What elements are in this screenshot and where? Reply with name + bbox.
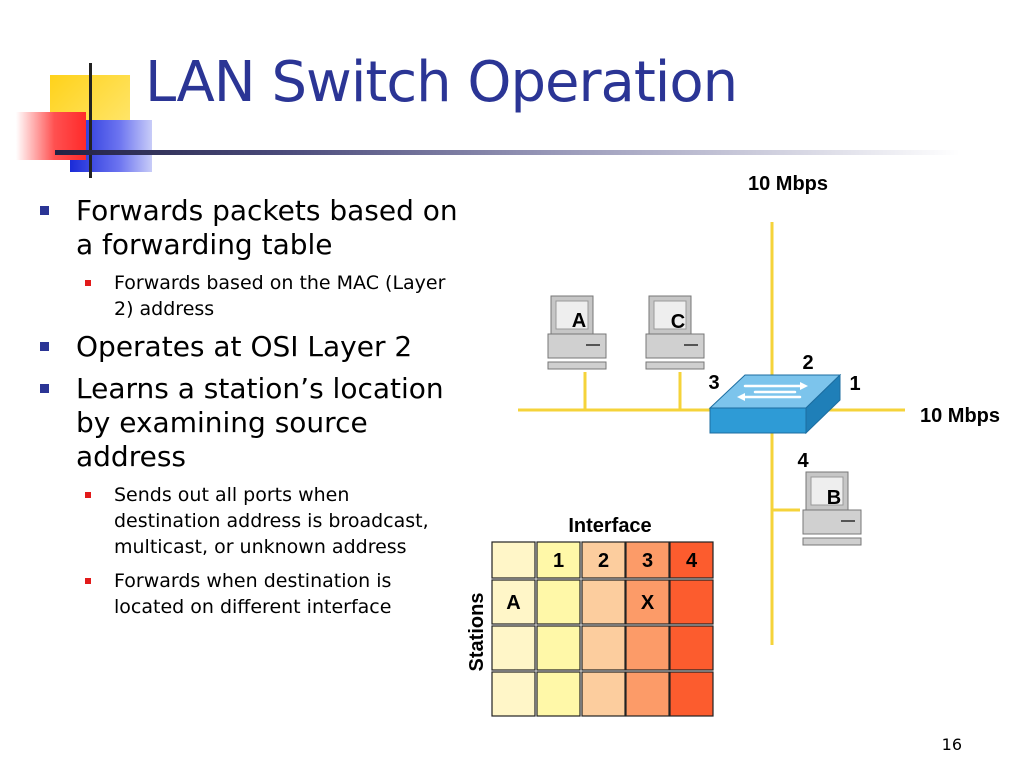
subbullet-text: Forwards when destination is located on … <box>114 570 392 618</box>
subbullet-text: Sends out all ports when destination add… <box>114 484 429 558</box>
table-header-interface-text: 4 <box>686 550 698 572</box>
table-cell <box>581 579 626 625</box>
bullet-text: Learns a station’s location by examining… <box>76 372 444 473</box>
subbullet-sends-all-ports: Sends out all ports when destination add… <box>40 482 460 560</box>
table-cell <box>669 579 714 625</box>
port-label-4: 4 <box>797 450 809 472</box>
table-cell <box>669 625 714 671</box>
table-header-interface-text: 1 <box>553 550 564 572</box>
bullet-text: Forwards packets based on a forwarding t… <box>76 194 458 261</box>
table-cell <box>625 625 670 671</box>
table-cell <box>625 579 670 625</box>
table-header-interface <box>669 541 714 579</box>
table-cell <box>536 671 581 717</box>
bullet-osi-layer: Operates at OSI Layer 2 <box>40 330 460 364</box>
subbullet-marker <box>85 578 91 584</box>
subbullet-text: Forwards based on the MAC (Layer 2) addr… <box>114 272 446 320</box>
table-cell <box>581 671 626 717</box>
table-cell <box>491 671 536 717</box>
table-cell <box>491 625 536 671</box>
port-label-3: 3 <box>708 372 719 394</box>
table-header-interface-text: 3 <box>642 550 653 572</box>
bullet-forwarding-table: Forwards packets based on a forwarding t… <box>40 194 460 262</box>
slide-title: LAN Switch Operation <box>145 50 738 115</box>
bullet-list: Forwards packets based on a forwarding t… <box>40 194 460 628</box>
table-cell <box>581 625 626 671</box>
table-header-interface-text: 2 <box>598 550 609 572</box>
subbullet-mac-address: Forwards based on the MAC (Layer 2) addr… <box>40 270 460 322</box>
table-header-interface <box>625 541 670 579</box>
table-cell-text: A <box>506 592 520 614</box>
table-cell <box>625 671 670 717</box>
bullet-learns-location: Learns a station’s location by examining… <box>40 372 460 474</box>
switch-icon <box>708 373 842 435</box>
station-a-computer <box>547 295 607 370</box>
subbullet-forwards-different-interface: Forwards when destination is located on … <box>40 568 460 620</box>
table-header-corner <box>491 541 536 579</box>
station-label-c: C <box>671 311 685 333</box>
station-label-a: A <box>572 310 586 332</box>
deco-vertical-line <box>89 63 92 178</box>
table-header-interface <box>581 541 626 579</box>
title-underline <box>55 150 960 155</box>
forwarding-table: 1 2 3 4A X <box>491 541 714 717</box>
table-cell-text: X <box>641 592 655 614</box>
table-cell <box>536 579 581 625</box>
page-number: 16 <box>941 735 962 754</box>
speed-label-top: 10 Mbps <box>748 173 828 195</box>
bullet-marker <box>40 206 49 215</box>
table-cell <box>536 625 581 671</box>
bullet-text: Operates at OSI Layer 2 <box>76 330 413 363</box>
bullet-marker <box>40 384 49 393</box>
bullet-marker <box>40 342 49 351</box>
station-label-b: B <box>827 487 841 509</box>
table-interface-title: Interface <box>568 515 651 537</box>
table-cell <box>669 671 714 717</box>
subbullet-marker <box>85 492 91 498</box>
speed-label-right: 10 Mbps <box>920 405 1000 427</box>
port-label-2: 2 <box>802 352 813 374</box>
table-stations-title: Stations <box>466 593 488 672</box>
port-label-1: 1 <box>849 373 860 395</box>
table-header-interface <box>536 541 581 579</box>
subbullet-marker <box>85 280 91 286</box>
table-cell <box>491 579 536 625</box>
